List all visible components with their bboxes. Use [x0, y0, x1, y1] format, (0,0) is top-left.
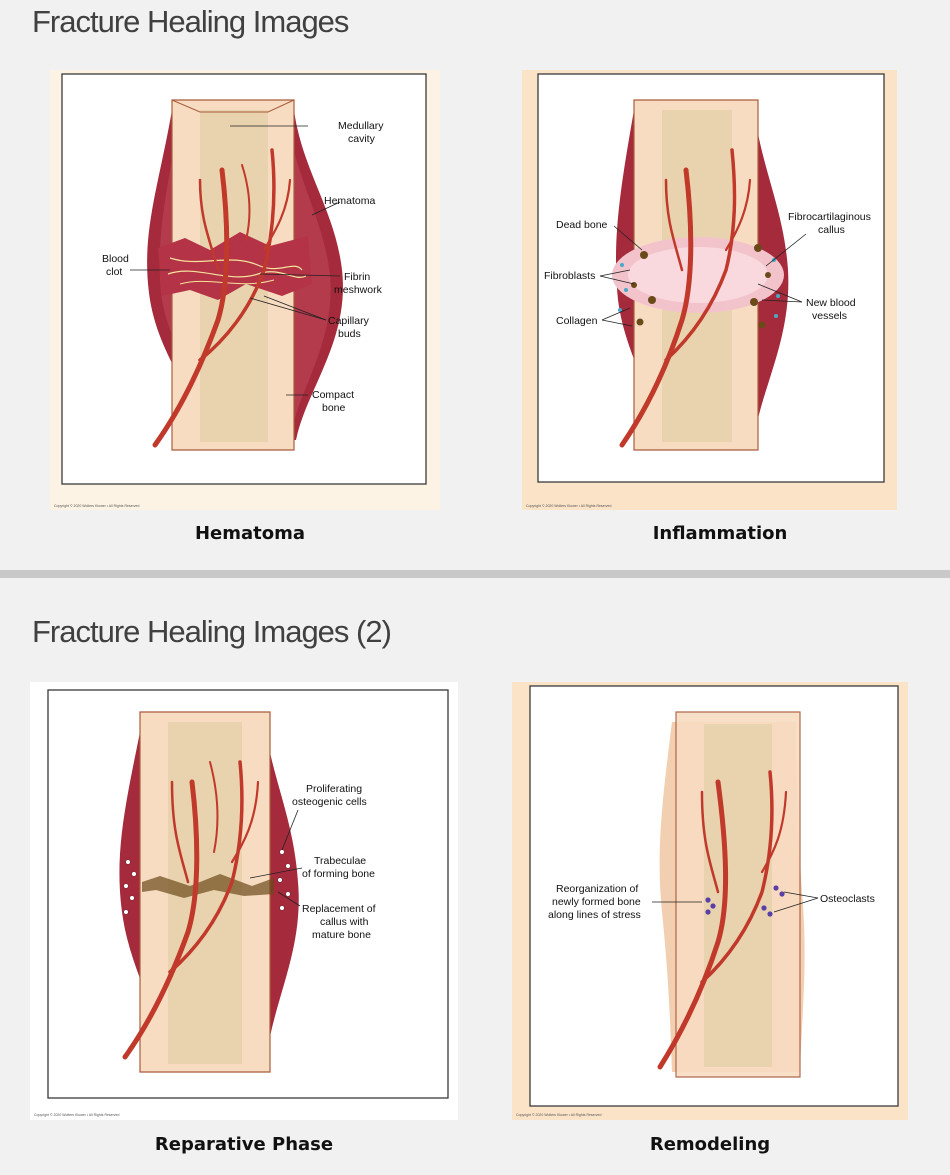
label-compact-bone-2: bone	[322, 402, 346, 414]
label-fibroblasts: Fibroblasts	[544, 270, 595, 282]
label-fibrocartilaginous-2: callus	[818, 224, 845, 236]
label-capillary-2: buds	[338, 328, 361, 340]
label-blood-clot-2: clot	[106, 266, 122, 278]
label-fibrin-2: meshwork	[334, 284, 383, 296]
copyright-text: Copyright © 2020 Wolters Kluwer • All Ri…	[34, 1113, 119, 1117]
label-new-blood-vessels-2: vessels	[812, 310, 847, 322]
label-replacement-2: callus with	[320, 916, 369, 928]
caption-inflammation: Inflammation	[522, 523, 918, 544]
label-reorganization-2: newly formed bone	[552, 896, 641, 908]
remodeling-illustration: Reorganization of newly formed bone alon…	[512, 682, 908, 1120]
slide-divider	[0, 570, 950, 578]
slide-fracture-healing-1: Fracture Healing Images	[0, 0, 950, 570]
slide-title: Fracture Healing Images (2)	[32, 614, 391, 650]
caption-hematoma: Hematoma	[50, 523, 450, 544]
label-dead-bone: Dead bone	[556, 219, 608, 231]
copyright-text: Copyright © 2020 Wolters Kluwer • All Ri…	[54, 504, 139, 508]
label-capillary-1: Capillary	[328, 315, 370, 327]
remodeling-figure: Reorganization of newly formed bone alon…	[512, 682, 908, 1120]
label-trabeculae-2: of forming bone	[302, 868, 375, 880]
reparative-illustration: Proliferating osteogenic cells Trabecula…	[30, 682, 458, 1120]
label-fibrin-1: Fibrin	[344, 271, 370, 283]
label-collagen: Collagen	[556, 315, 598, 327]
caption-remodeling: Remodeling	[512, 1134, 908, 1155]
label-new-blood-vessels-1: New blood	[806, 297, 856, 309]
hematoma-illustration: Medullary cavity Hematoma Blood clot Fib…	[50, 70, 440, 510]
copyright-text: Copyright © 2020 Wolters Kluwer • All Ri…	[516, 1113, 601, 1117]
hematoma-figure: Medullary cavity Hematoma Blood clot Fib…	[50, 70, 440, 510]
slide-fracture-healing-2: Fracture Healing Images (2)	[0, 578, 950, 1175]
label-proliferating-2: osteogenic cells	[292, 796, 367, 808]
label-trabeculae-1: Trabeculae	[314, 855, 366, 867]
label-fibrocartilaginous-1: Fibrocartilaginous	[788, 211, 871, 223]
copyright-text: Copyright © 2020 Wolters Kluwer • All Ri…	[526, 504, 611, 508]
label-replacement-3: mature bone	[312, 929, 371, 941]
label-medullary-cavity-2: cavity	[348, 133, 376, 145]
label-reorganization-3: along lines of stress	[548, 909, 641, 921]
label-blood-clot-1: Blood	[102, 253, 129, 265]
slide-title: Fracture Healing Images	[32, 4, 348, 40]
label-hematoma: Hematoma	[324, 195, 376, 207]
inflammation-illustration: Dead bone Fibrocartilaginous callus Fibr…	[522, 70, 897, 510]
label-proliferating-1: Proliferating	[306, 783, 362, 795]
label-medullary-cavity-1: Medullary	[338, 120, 384, 132]
label-osteoclasts: Osteoclasts	[820, 893, 875, 905]
inflammation-figure: Dead bone Fibrocartilaginous callus Fibr…	[522, 70, 897, 510]
label-reorganization-1: Reorganization of	[556, 883, 638, 895]
label-compact-bone-1: Compact	[312, 389, 354, 401]
label-replacement-1: Replacement of	[302, 903, 376, 915]
caption-reparative: Reparative Phase	[30, 1134, 458, 1155]
reparative-figure: Proliferating osteogenic cells Trabecula…	[30, 682, 458, 1120]
